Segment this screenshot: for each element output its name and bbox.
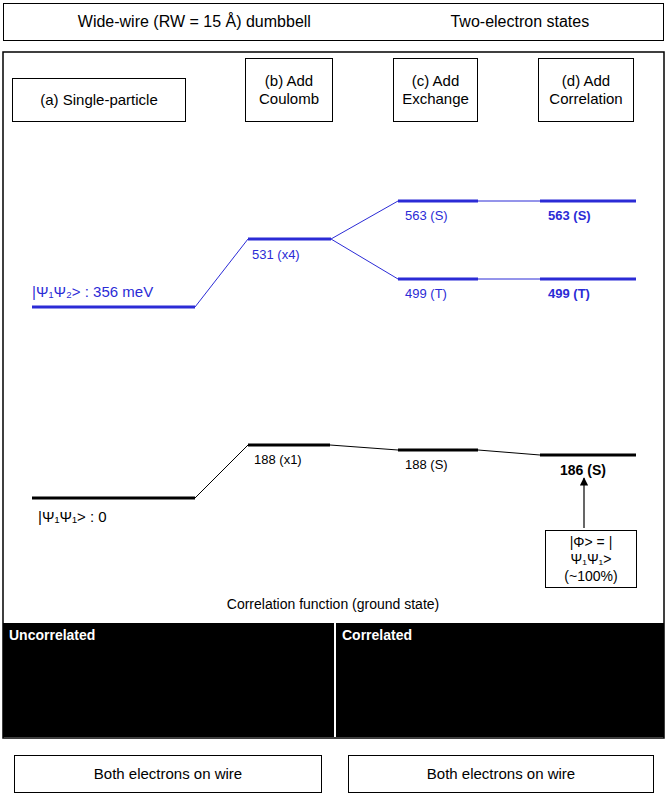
text-box: (a) Single-particle [12, 78, 186, 122]
title-box: Wide-wire (RW = 15 Å) dumbbell Two-electr… [3, 3, 664, 41]
energy-value: 188 (S) [405, 458, 448, 473]
section-caption: Correlation function (ground state) [227, 596, 439, 612]
excited-levels [32, 201, 636, 307]
energy-value: |Ψ₁Ψ₁> : 0 [38, 508, 107, 525]
text-box: (c) Add Exchange [393, 58, 478, 122]
energy-value: 186 (S) [560, 462, 606, 478]
text-box: (b) Add Coulomb [245, 58, 333, 122]
box-text: (b) Add Coulomb [250, 72, 328, 108]
energy-value: |Ψ₁Ψ₂> : 356 meV [32, 283, 153, 300]
box-text: |Φ> = |Ψ₁Ψ₁> (~100%) [550, 534, 632, 584]
energy-value: 563 (S) [548, 209, 591, 224]
energy-value: 188 (x1) [254, 453, 302, 468]
text-box: |Φ> = |Ψ₁Ψ₁> (~100%) [545, 530, 637, 588]
energy-value: 531 (x4) [252, 248, 300, 263]
box-text: (a) Single-particle [40, 91, 158, 109]
excited-level-links [195, 201, 540, 307]
ground-levels [32, 445, 636, 498]
image-panel: Correlated [336, 623, 664, 737]
box-text: Both electrons on wire [427, 765, 575, 783]
box-text: Wide-wire (RW = 15 Å) dumbbell [78, 12, 311, 31]
panel-title: Correlated [342, 627, 412, 644]
energy-value: 563 (S) [405, 209, 448, 224]
energy-value: 499 (T) [405, 287, 447, 302]
box-text: Two-electron states [450, 12, 589, 31]
text-box: Both electrons on wire [348, 755, 654, 793]
panel-title: Uncorrelated [9, 627, 95, 644]
box-text: (c) Add Exchange [398, 72, 473, 108]
ground-level-links [195, 445, 540, 498]
box-text: Both electrons on wire [94, 765, 242, 783]
main-frame [3, 52, 664, 738]
energy-value: 499 (T) [548, 287, 590, 302]
box-text: (d) Add Correlation [543, 72, 629, 108]
image-panel: Uncorrelated [3, 623, 334, 737]
text-box: Both electrons on wire [14, 755, 322, 793]
text-box: (d) Add Correlation [538, 58, 634, 122]
pointer-arrow [583, 478, 584, 528]
